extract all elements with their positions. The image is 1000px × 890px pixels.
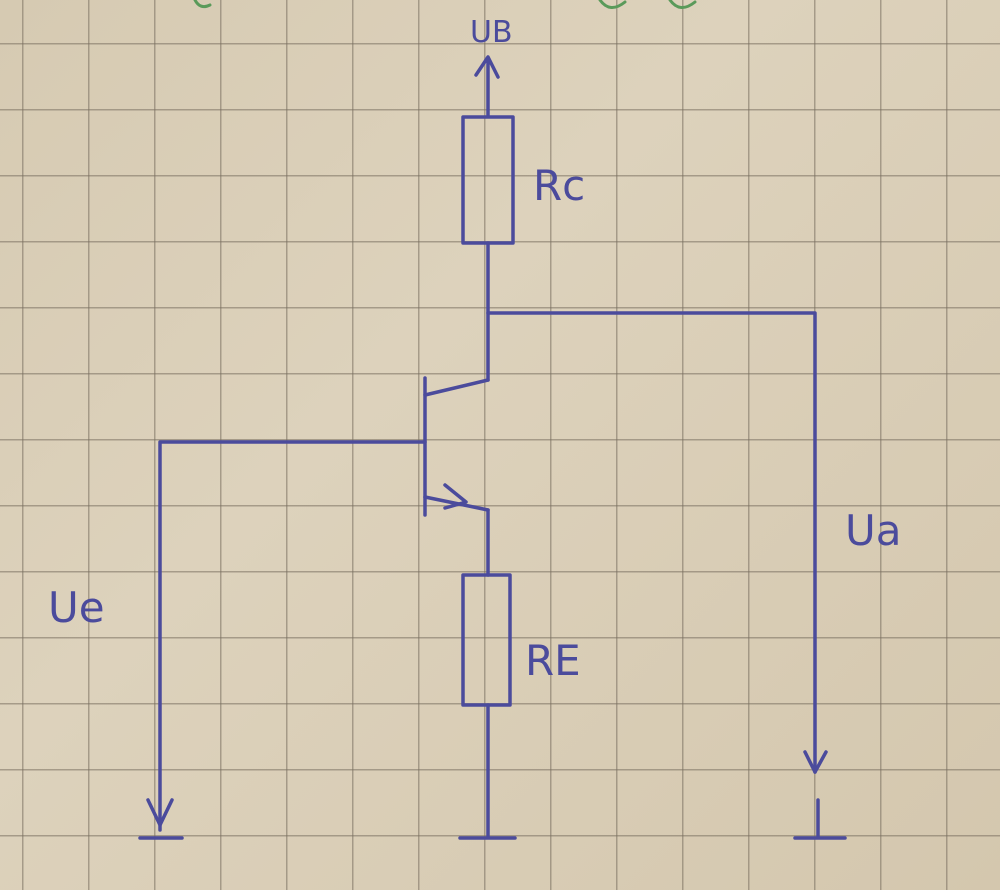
input-arrow-head (146, 798, 174, 827)
output-voltage-label: Ua (845, 506, 901, 555)
npn-transistor (423, 376, 490, 517)
rc-label: Rc (533, 161, 585, 210)
supply-arrow (474, 55, 500, 117)
output-wire (486, 311, 817, 774)
re-label: RE (525, 636, 581, 685)
ground-wire (458, 703, 517, 840)
output-ground (793, 798, 847, 840)
base-wire (158, 440, 427, 832)
green-ink-fragments (193, 0, 697, 9)
supply-voltage-label: UB (470, 15, 513, 50)
collector-resistor (461, 115, 515, 245)
input-voltage-label: Ue (48, 583, 105, 632)
emitter-resistor (461, 573, 512, 707)
output-arrow-head (803, 750, 828, 774)
